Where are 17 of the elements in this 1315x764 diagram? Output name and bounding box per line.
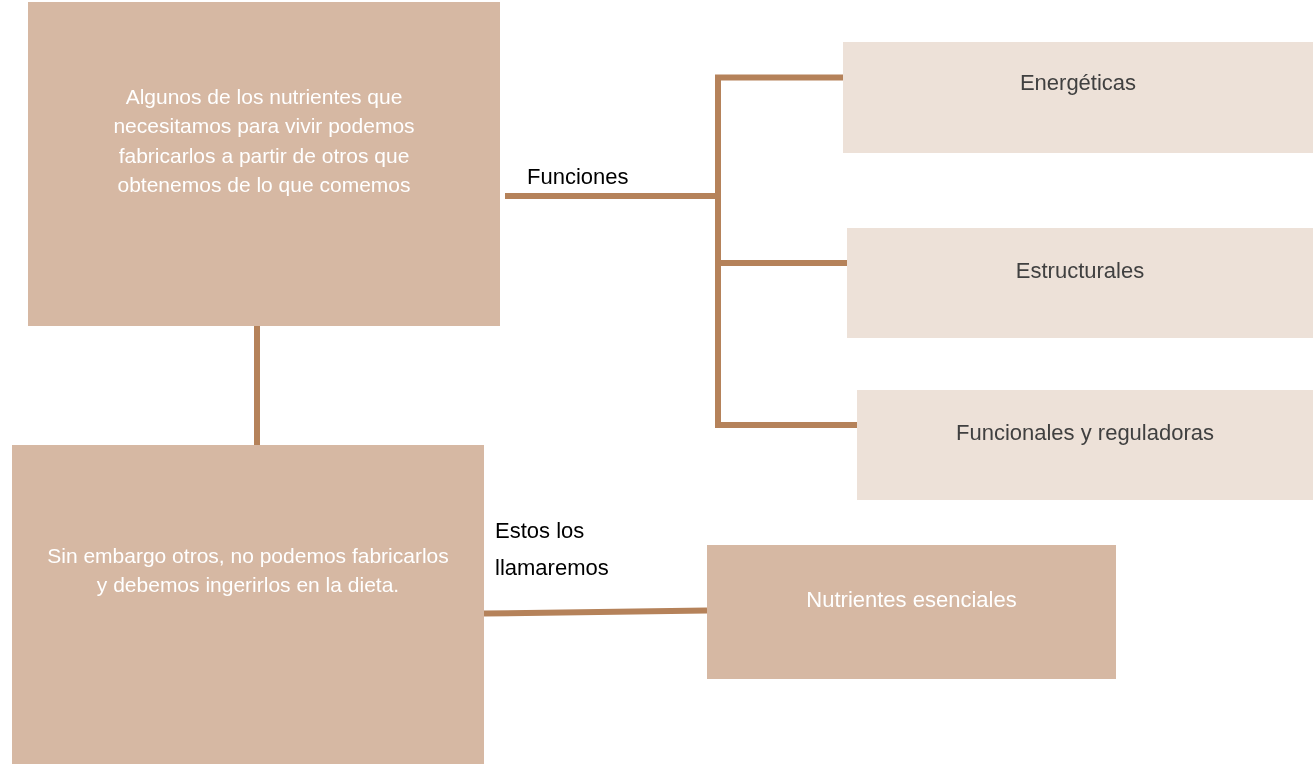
concept-box (843, 42, 1313, 153)
box-text: Nutrientes esenciales (806, 586, 1017, 614)
box-text: Algunos de los nutrientes que necesitamos para vivir podemos fabricarlos a partir de otros que obtenemos de lo que comemos (112, 84, 416, 199)
concept-box (707, 545, 1116, 679)
concept-box (12, 445, 484, 764)
connector-line (254, 326, 260, 445)
box-text: Funcionales y reguladoras (955, 419, 1214, 447)
box-text: Energéticas (1019, 69, 1137, 97)
concept-box (857, 390, 1313, 500)
concept-box (847, 228, 1313, 338)
connector-line (483, 607, 708, 617)
box-text: Sin embargo otros, no podemos fabricarlos y debemos ingerirlos en la dieta. (46, 543, 450, 599)
edge-label: Funciones (527, 163, 630, 191)
concept-box (28, 2, 500, 326)
connector-line (505, 193, 857, 428)
edge-label: Estos los llamaremos (495, 517, 610, 583)
box-text: Estructurales (1015, 257, 1145, 285)
